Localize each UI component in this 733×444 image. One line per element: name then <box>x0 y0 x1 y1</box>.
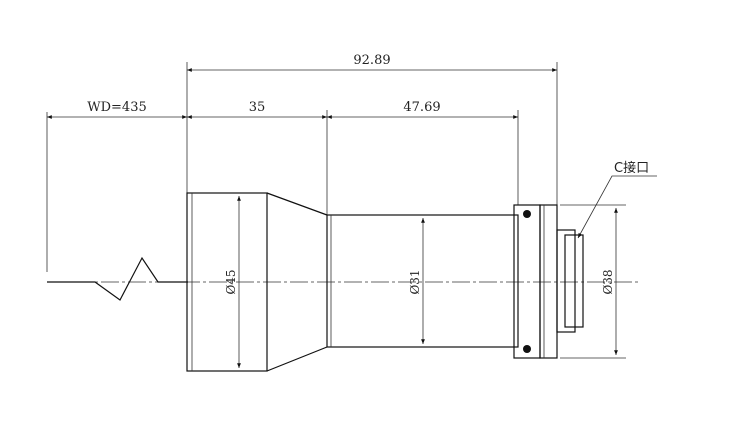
dim-middle-diameter: Ø31 <box>408 269 422 294</box>
taper-bottom <box>266 346 328 372</box>
dim-overall-length: 92.89 <box>353 53 390 68</box>
leader-c-mount <box>577 175 657 239</box>
dim-working-distance: WD=435 <box>87 100 147 115</box>
dim-rear-section: 47.69 <box>403 100 440 115</box>
break-line <box>47 256 188 301</box>
mount-flange <box>539 204 558 359</box>
taper-top <box>266 192 328 216</box>
dim-mount-diameter: Ø38 <box>601 269 615 294</box>
c-mount-thread <box>556 229 576 333</box>
screw-hole-top <box>523 210 531 218</box>
dim-front-diameter: Ø45 <box>224 269 238 294</box>
label-c-mount: C接口 <box>614 160 649 176</box>
c-mount-thread-inner <box>564 234 584 328</box>
screw-hole-bottom <box>523 345 531 353</box>
front-barrel <box>186 192 268 372</box>
middle-barrel <box>326 214 519 348</box>
dim-front-section: 35 <box>249 100 266 115</box>
